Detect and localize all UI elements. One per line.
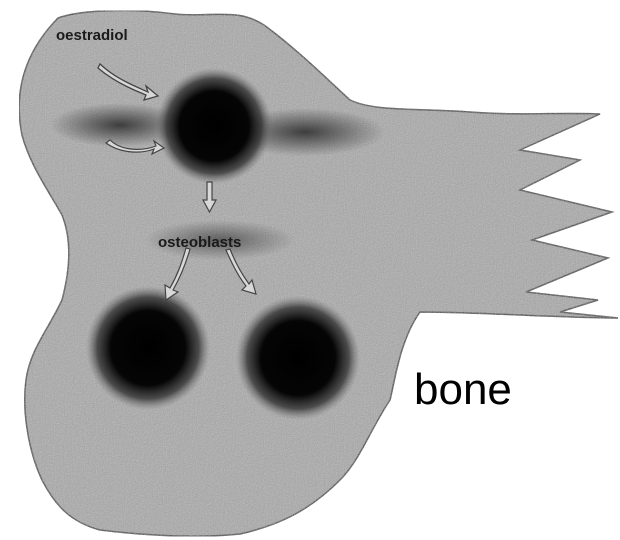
bottom-left-cell	[86, 286, 210, 410]
oestradiol-label: oestradiol	[56, 27, 128, 44]
bone-label: bone	[414, 365, 512, 414]
bone-tissue-shape	[19, 11, 618, 537]
top-cell	[156, 68, 272, 184]
bottom-right-cell	[236, 296, 360, 420]
osteoblasts-label: osteoblasts	[158, 234, 241, 251]
